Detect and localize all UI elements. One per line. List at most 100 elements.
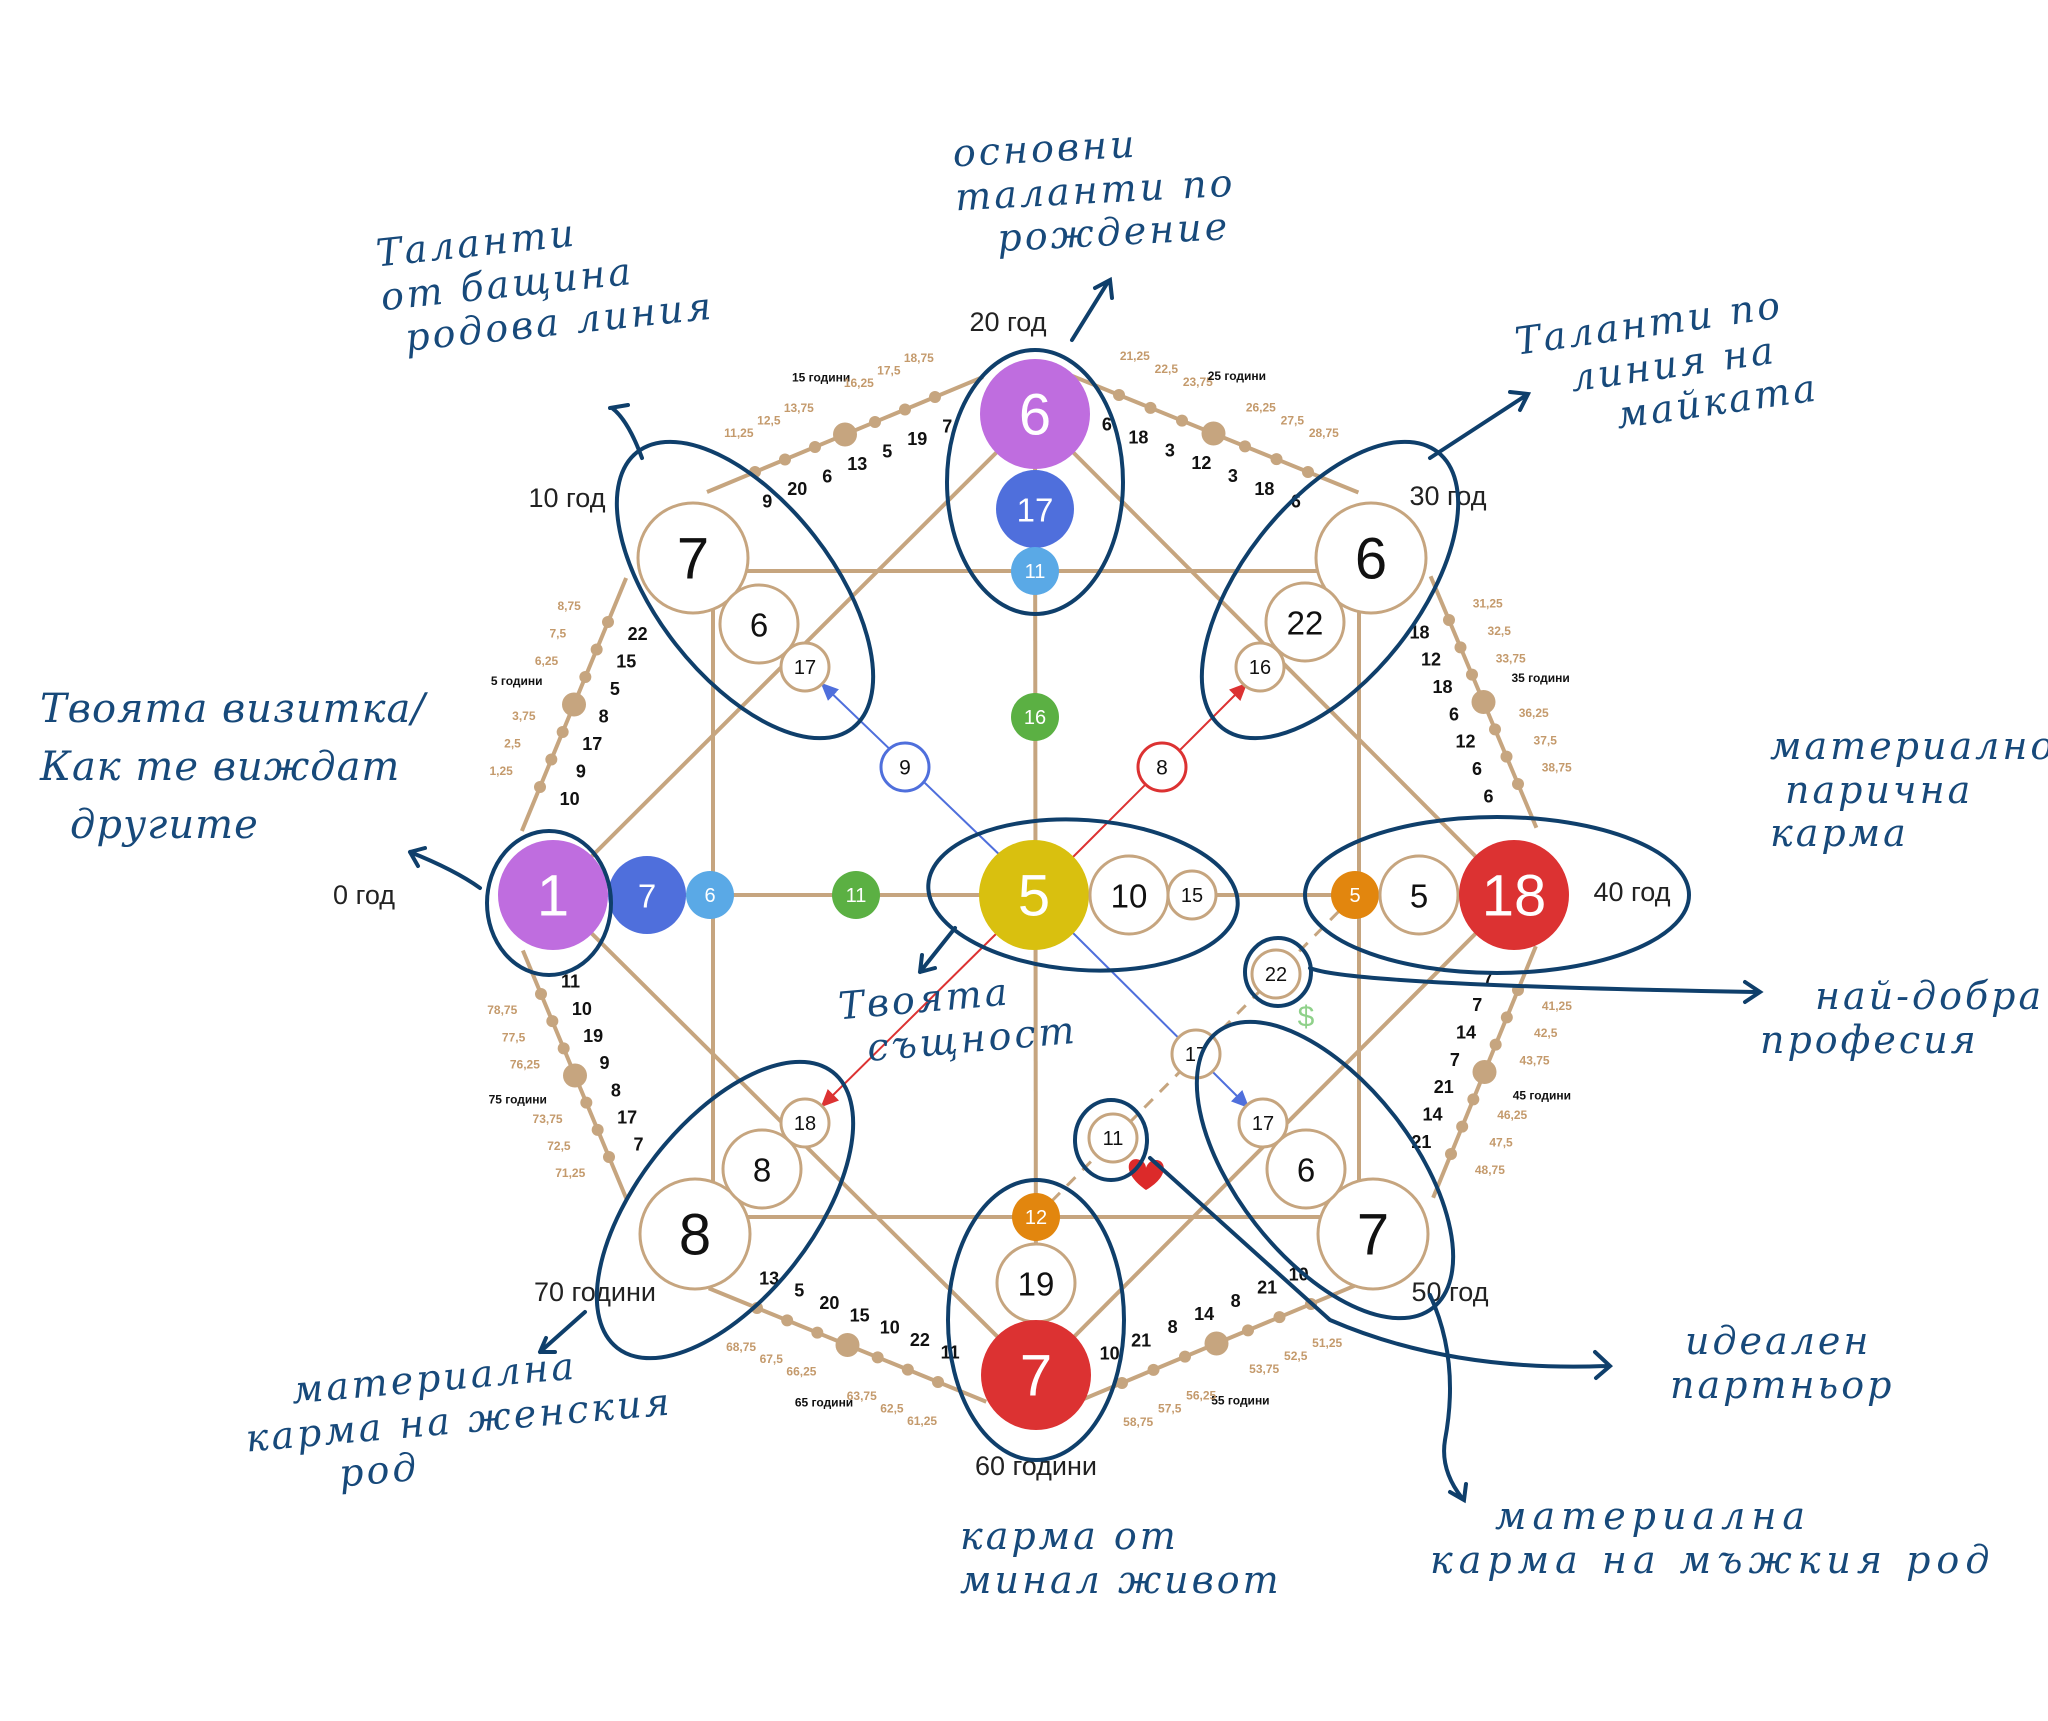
age-milestone-dot [833,422,857,447]
age-dot [869,416,881,428]
annotation-line: материална [1495,1494,1812,1538]
right-node-2: 5 [1378,854,1460,936]
age-label: 56,25 [1186,1388,1216,1402]
arrow-mother-talents [1428,390,1532,460]
money-node-value: 22 [1265,964,1287,986]
age-label: 13,75 [784,401,814,415]
top-left-node-2-circle [718,583,800,665]
age-milestone-label: 45 години [1513,1088,1571,1102]
age-label: 31,25 [1473,597,1503,611]
age-dot [535,988,547,1000]
annotation-line: материално [1770,724,2048,768]
age-milestone-label: 5 години [491,674,543,688]
top-node-2: 17 [996,470,1074,548]
right-node-3-value: 5 [1349,885,1360,907]
age-label: 46,25 [1497,1108,1527,1122]
top-left-node-circle [636,501,750,615]
bottom-node-3-value: 12 [1025,1207,1047,1229]
age-label: 37,5 [1534,733,1558,747]
age-label: 47,5 [1489,1136,1513,1150]
age-number: 10 [1100,1343,1120,1363]
age-label: 6,25 [535,654,559,668]
age-dot [1176,414,1188,427]
center-node: 5 [979,840,1089,950]
top-node-2-value: 17 [1017,492,1054,529]
age-number: 15 [850,1305,870,1325]
top-node-2-circle [996,470,1074,548]
age-number: 17 [617,1108,637,1128]
year-label: 40 год [1594,877,1671,907]
age-number: 12 [1421,650,1441,670]
top-node-3-circle [1011,547,1059,595]
left-node-2: 7 [608,856,686,934]
year-label: 20 год [970,307,1047,337]
age-number: 5 [882,442,892,462]
age-dot [1179,1350,1191,1363]
center-node-value: 5 [1018,864,1050,929]
right-node-value: 18 [1482,864,1547,929]
bottom-left-node-2-value: 8 [753,1152,771,1189]
bottom-node-circle [981,1320,1091,1430]
top-right-node-3-value: 16 [1249,657,1271,679]
outline-ideal-partner [1073,1098,1149,1182]
age-dot [1500,750,1513,763]
age-label: 8,75 [557,599,581,613]
outline-female-karma [594,1059,856,1361]
bottom-right-node-2-circle [1265,1128,1347,1210]
age-milestone-dot [563,1063,587,1088]
age-dot [591,1123,604,1136]
age-number: 6 [1291,492,1301,512]
annotation-line: карма [1770,811,1909,856]
age-number: 6 [1472,759,1482,779]
annotation-best-profession: най-добра професия [1760,974,2044,1062]
age-dot [899,403,911,416]
age-dot [546,1015,559,1028]
left-node-2-circle [608,856,686,934]
age-number: 5 [794,1281,804,1301]
age-milestone-label: 35 години [1511,671,1569,685]
age-label: 28,75 [1309,426,1339,440]
age-number: 13 [759,1268,779,1288]
age-dot [1466,668,1478,681]
age-label: 18,75 [904,351,934,365]
age-number: 12 [1455,732,1475,752]
age-milestone-dot [835,1333,860,1357]
top-right-node-value: 6 [1355,527,1387,592]
age-label: 22,5 [1155,362,1179,376]
outline-past-life-karma [946,1178,1126,1462]
top-right-node-circle [1314,501,1428,615]
age-number: 7 [1450,1050,1460,1070]
year-label: 0 год [333,880,395,910]
left-node-3: 6 [686,871,734,919]
age-number: 14 [1194,1304,1214,1324]
age-number: 6 [822,467,832,487]
age-label: 27,5 [1281,413,1305,427]
age-label: 76,25 [510,1058,540,1072]
age-number: 8 [611,1080,621,1100]
arrow-best-profession [1308,966,1764,1004]
annotation-birth-talents: основни таланти по рождение [952,118,1239,264]
blue-inner-node: 9 [879,741,931,793]
red-inner-node-value: 8 [1156,757,1168,780]
age-dot [871,1351,884,1364]
age-dot [545,753,558,766]
age-dot [602,616,614,628]
red-inner-node: 8 [1136,741,1188,793]
age-number: 19 [583,1026,603,1046]
age-label: 3,75 [512,709,536,723]
bottom-right-node-2: 6 [1265,1128,1347,1210]
annotation-line: партньор [1670,1362,1895,1407]
year-label: 60 години [975,1451,1097,1481]
annotation-line: идеален [1685,1319,1872,1363]
age-label: 48,75 [1475,1163,1505,1177]
top-right-node: 6 [1314,501,1428,615]
arrow-essence [918,926,957,974]
age-label: 52,5 [1284,1349,1308,1363]
blue-inner-node-value: 9 [899,757,911,780]
arrow-father-talents [608,403,644,460]
blue-arrow-line [1069,929,1250,1109]
arrow-business-card [408,846,482,890]
age-dot [809,441,821,453]
